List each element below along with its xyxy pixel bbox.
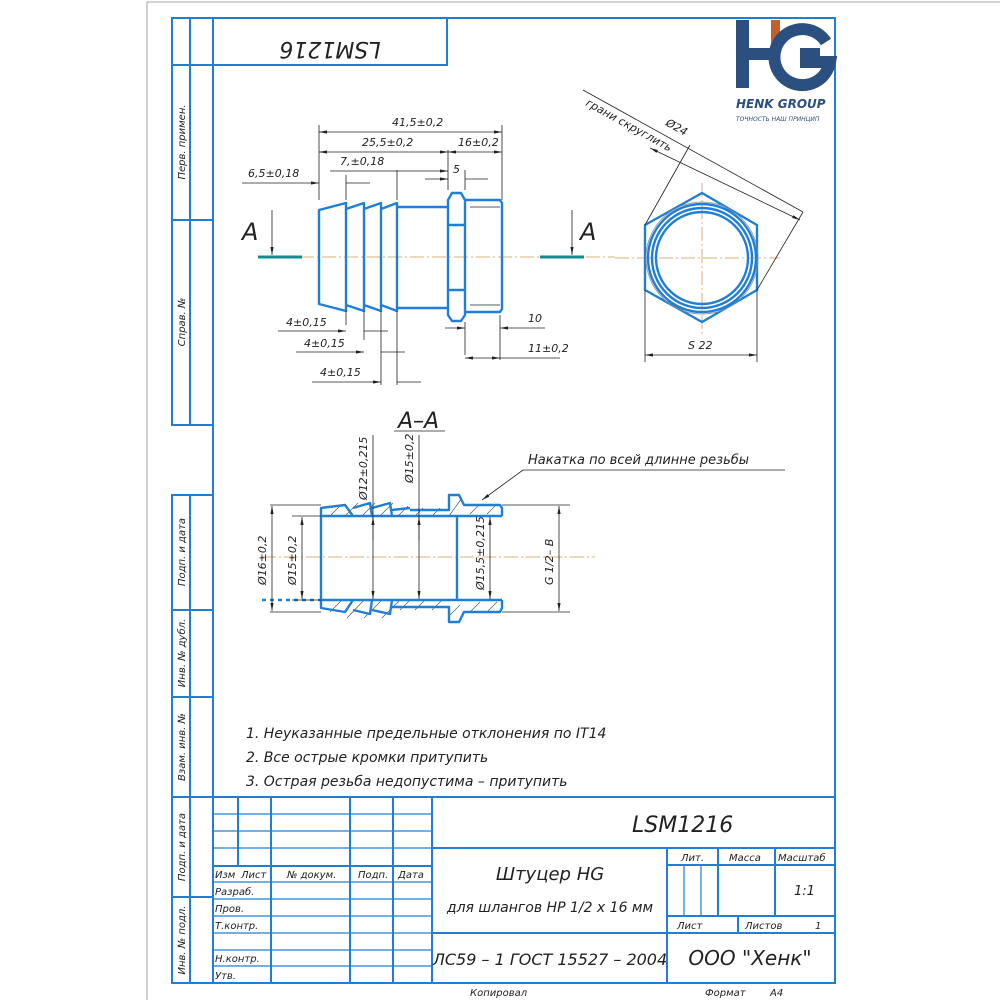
callout-text: Накатка по всей длинне резьбы (528, 453, 749, 468)
role-label: Пров. (215, 904, 244, 915)
side-label: Инв. № подл. (177, 906, 188, 975)
role-label: Разраб. (215, 886, 254, 898)
side-label: Справ. № (177, 298, 188, 347)
col-header: Подп. (358, 870, 388, 881)
section-title: А–А (396, 409, 439, 434)
title-block: Изм Лист № докум. Подп. Дата Разраб. Про… (213, 796, 835, 999)
logo-name: HENK GROUP (736, 97, 826, 111)
notes: 1. Неуказанные предельные отклонения по … (246, 726, 606, 790)
role-label: Н.контр. (215, 954, 260, 965)
section-view: А–А Ø16±0,2 Ø15±0,2 Ø12±0,215 Ø15±0,2 Ø1… (256, 409, 785, 624)
logo-tagline: ТОЧНОСТЬ НАШ ПРИНЦИП (736, 116, 820, 123)
drawing-frame (171, 17, 836, 984)
part-name: Штуцер HG (496, 864, 604, 885)
dim-text: 5 (453, 163, 460, 176)
dim-text: 6,5±0,18 (248, 167, 299, 180)
side-label: Инв. № дубл. (176, 619, 188, 687)
scale-value: 1:1 (794, 884, 815, 899)
side-label: Подп. и дата (177, 813, 188, 881)
col-header: Дата (397, 870, 424, 881)
dim-text: 4±0,15 (304, 337, 345, 350)
section-mark-right: A (578, 218, 596, 246)
note-1: 1. Неуказанные предельные отклонения по … (246, 726, 606, 742)
section-mark-left: A (240, 218, 258, 246)
dim-text: Ø12±0,215 (357, 437, 370, 501)
dim-text: G 1/2– B (543, 539, 556, 585)
part-description: для шлангов НР 1/2 x 16 мм (446, 900, 654, 916)
note-2: 2. Все острые кромки притупить (246, 750, 488, 766)
side-view: A A 41,5±0,2 25,5±0,2 16±0,2 7,±0,18 6,5… (240, 116, 615, 385)
sheets-value: 1 (815, 921, 821, 932)
side-labels: Перв. примен. Справ. № Подп. и дата Инв.… (176, 104, 188, 974)
dim-text: S 22 (688, 339, 712, 352)
col-header: № докум. (286, 870, 336, 881)
sheets-label: Листов (744, 921, 782, 932)
side-label: Подп. и дата (177, 518, 188, 586)
mirrored-designation: LSM1216 (279, 36, 380, 61)
company: ООО "Хенк" (688, 946, 811, 970)
dim-text: 7,±0,18 (340, 155, 384, 168)
note-3: 3. Острая резьба недопустима – притупить (246, 774, 568, 790)
dim-text: 41,5±0,2 (392, 116, 443, 129)
role-label: Т.контр. (215, 921, 258, 932)
henk-group-logo: HENK GROUP ТОЧНОСТЬ НАШ ПРИНЦИП (736, 20, 838, 123)
dim-text: 25,5±0,2 (362, 136, 413, 149)
end-view: Ø24 грани скруглить S 22 (582, 89, 804, 362)
dim-text: Ø15,5±0,215 (474, 516, 487, 591)
dim-text: Ø24 (663, 116, 690, 139)
dim-text: 16±0,2 (458, 136, 499, 149)
sheet-label: Лист (676, 921, 704, 932)
format-label: Формат (705, 988, 747, 999)
role-label: Утв. (215, 971, 236, 982)
dim-note: грани скруглить (584, 96, 675, 154)
dim-text: Ø16±0,2 (256, 536, 269, 586)
lit-label: Лит. (680, 853, 704, 864)
dim-text: 4±0,15 (286, 316, 327, 329)
dim-text: 4±0,15 (320, 366, 361, 379)
material: ЛС59 – 1 ГОСТ 15527 – 2004 (432, 950, 667, 969)
scale-label: Масштаб (778, 852, 826, 864)
col-header: Изм (215, 870, 236, 881)
dim-text: Ø15±0,2 (403, 434, 416, 484)
side-label: Перв. примен. (177, 104, 188, 179)
format-value: A4 (769, 988, 783, 999)
side-label: Взам. инв. № (177, 713, 188, 781)
dim-text: 11±0,2 (528, 342, 569, 355)
designation: LSM1216 (632, 813, 733, 838)
dim-text: Ø15±0,2 (286, 536, 299, 586)
dim-text: 10 (528, 312, 542, 325)
mass-label: Масса (729, 853, 761, 864)
copied-label: Копировал (470, 988, 528, 999)
col-header: Лист (240, 870, 268, 881)
